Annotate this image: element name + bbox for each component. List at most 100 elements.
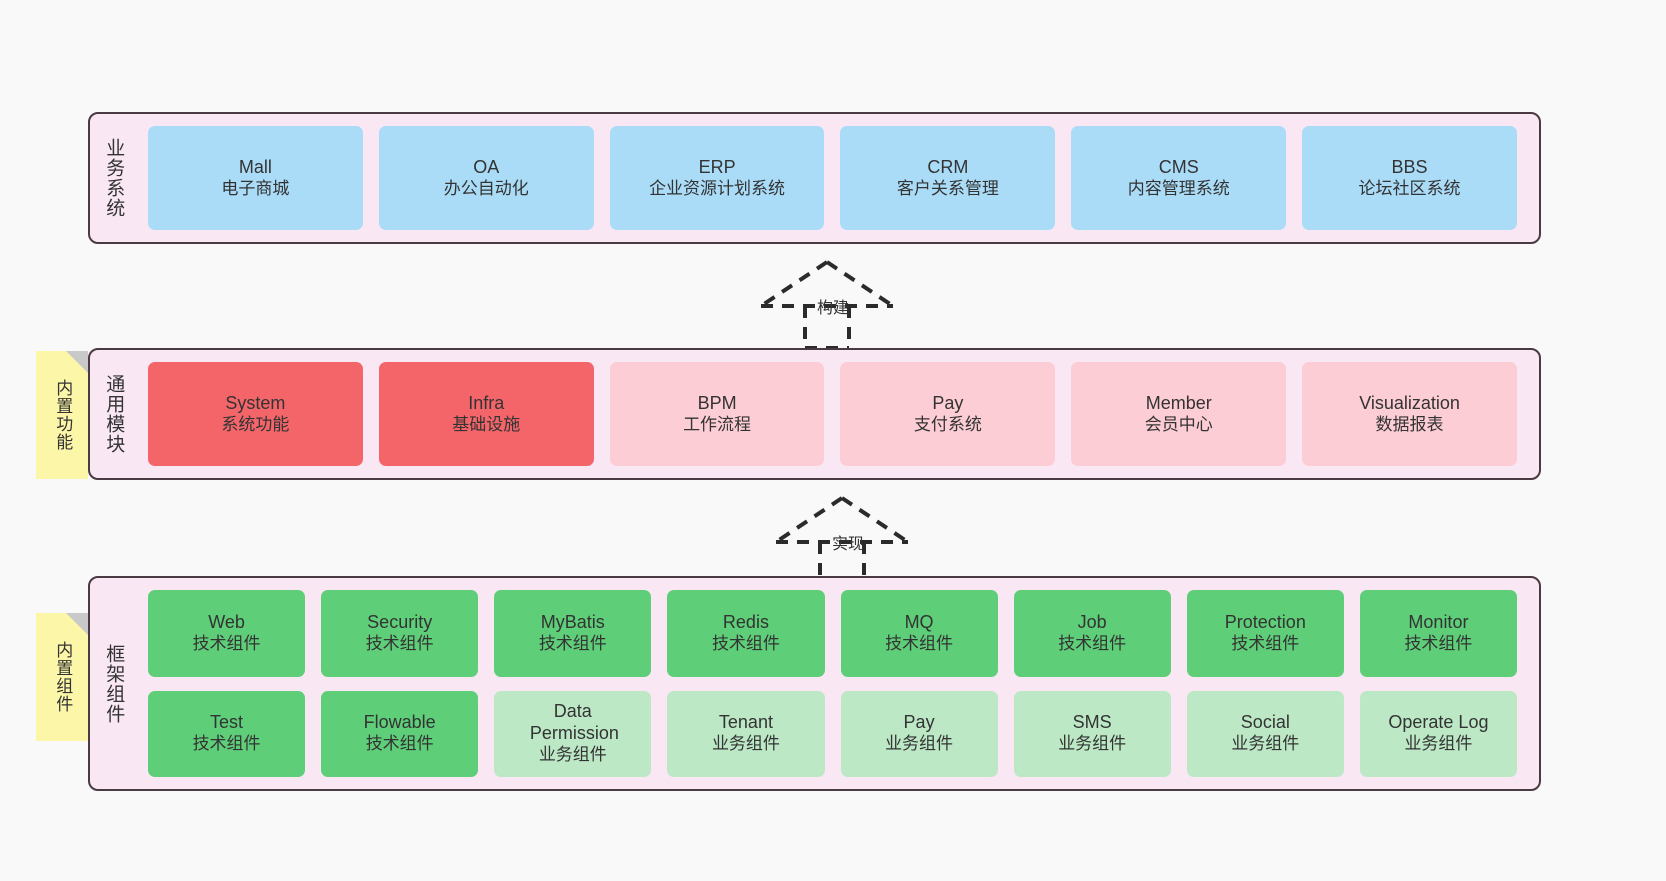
node-member[interactable]: Member 会员中心 — [1071, 362, 1287, 466]
layer-framework-component: 框架组件 Web 技术组件 Test 技术组件 Security 技术组件 — [88, 576, 1541, 791]
node-bpm[interactable]: BPM 工作流程 — [609, 362, 825, 466]
node-flowable[interactable]: Flowable 技术组件 — [321, 690, 479, 777]
node-title-en: Pay — [903, 712, 935, 733]
node-title-en: Pay — [932, 392, 964, 413]
node-system[interactable]: System 系统功能 — [148, 362, 363, 466]
node-social[interactable]: Social 业务组件 — [1186, 690, 1344, 777]
column: ERP 企业资源计划系统 — [602, 126, 833, 230]
layer-body-module: System 系统功能 Infra 基础设施 BPM 工作流程 Pay — [136, 350, 1539, 478]
column: CMS 内容管理系统 — [1063, 126, 1294, 230]
node-test[interactable]: Test 技术组件 — [148, 690, 306, 777]
node-title-en: BPM — [697, 392, 737, 413]
node-title-cn: 论坛社区系统 — [1358, 178, 1461, 198]
note-fold-corner-icon — [66, 613, 88, 635]
node-mybatis[interactable]: MyBatis 技术组件 — [494, 590, 652, 677]
node-bbs[interactable]: BBS 论坛社区系统 — [1302, 126, 1517, 230]
node-title-cn: 工作流程 — [683, 414, 752, 434]
node-erp[interactable]: ERP 企业资源计划系统 — [609, 126, 825, 230]
column: Web 技术组件 Test 技术组件 — [140, 590, 313, 777]
node-crm[interactable]: CRM 客户关系管理 — [840, 126, 1056, 230]
node-title-en: Mall — [238, 156, 272, 177]
column: Protection 技术组件 Social 业务组件 — [1179, 590, 1352, 777]
node-monitor[interactable]: Monitor 技术组件 — [1359, 590, 1517, 677]
column: Pay 支付系统 — [832, 362, 1063, 466]
node-title-en: Protection — [1224, 611, 1306, 632]
connector-implement: 实现 — [772, 494, 912, 586]
column: MQ 技术组件 Pay 业务组件 — [833, 590, 1006, 777]
node-title-cn: 业务组件 — [538, 745, 607, 765]
node-title-cn: 会员中心 — [1144, 414, 1213, 434]
node-title-cn: 技术组件 — [1058, 633, 1127, 653]
node-title-cn: 业务组件 — [711, 734, 780, 754]
note-fold-corner-icon — [66, 351, 88, 373]
column: Redis 技术组件 Tenant 业务组件 — [659, 590, 832, 777]
generalization-arrow-icon — [774, 496, 910, 586]
note-label: 内置组件 — [53, 641, 73, 713]
node-title-en: Monitor — [1408, 611, 1469, 632]
layer-body-framework: Web 技术组件 Test 技术组件 Security 技术组件 Flowabl… — [136, 578, 1539, 789]
node-title-cn: 客户关系管理 — [896, 178, 999, 198]
column: MyBatis 技术组件 Data Permission 业务组件 — [486, 590, 659, 777]
node-title-cn: 技术组件 — [538, 633, 607, 653]
node-title-en: Test — [210, 712, 244, 733]
node-title-cn: 技术组件 — [1231, 633, 1300, 653]
node-title-en: MyBatis — [540, 611, 605, 632]
node-cms[interactable]: CMS 内容管理系统 — [1071, 126, 1287, 230]
node-title-cn: 技术组件 — [1404, 633, 1473, 653]
layer-title-business: 业务系统 — [103, 138, 125, 218]
column: OA 办公自动化 — [371, 126, 602, 230]
node-tenant[interactable]: Tenant 业务组件 — [667, 690, 825, 777]
column: BPM 工作流程 — [602, 362, 833, 466]
node-mq[interactable]: MQ 技术组件 — [840, 590, 998, 677]
node-title-en: ERP — [698, 156, 736, 177]
column: Infra 基础设施 — [371, 362, 602, 466]
node-infra[interactable]: Infra 基础设施 — [378, 362, 594, 466]
node-title-en: Redis — [722, 611, 769, 632]
node-title-en: SMS — [1072, 712, 1112, 733]
column: CRM 客户关系管理 — [832, 126, 1063, 230]
node-title-cn: 系统功能 — [221, 414, 290, 434]
node-title-cn: 技术组件 — [192, 734, 261, 754]
node-title-en: CRM — [927, 156, 969, 177]
column: System 系统功能 — [140, 362, 371, 466]
node-title-cn: 业务组件 — [1404, 734, 1473, 754]
node-pay-module[interactable]: Pay 支付系统 — [840, 362, 1056, 466]
node-title-cn: 技术组件 — [711, 633, 780, 653]
column: Member 会员中心 — [1063, 362, 1294, 466]
node-title-cn: 技术组件 — [365, 734, 434, 754]
node-title-en: Security — [367, 611, 433, 632]
node-title-en: MQ — [904, 611, 934, 632]
layer-title-module: 通用模块 — [103, 374, 125, 454]
node-sms[interactable]: SMS 业务组件 — [1013, 690, 1171, 777]
node-title-en: Data Permission — [529, 701, 619, 744]
node-title-cn: 技术组件 — [192, 633, 261, 653]
node-title-cn: 电子商城 — [221, 178, 290, 198]
node-title-en: Job — [1077, 611, 1107, 632]
node-visualization[interactable]: Visualization 数据报表 — [1302, 362, 1517, 466]
node-oa[interactable]: OA 办公自动化 — [378, 126, 594, 230]
layer-common-module: 通用模块 System 系统功能 Infra 基础设施 BPM 工作流程 — [88, 348, 1541, 480]
node-pay-component[interactable]: Pay 业务组件 — [840, 690, 998, 777]
node-security[interactable]: Security 技术组件 — [321, 590, 479, 677]
note-label: 内置功能 — [53, 379, 73, 451]
node-protection[interactable]: Protection 技术组件 — [1186, 590, 1344, 677]
node-title-en: Web — [208, 611, 245, 632]
node-redis[interactable]: Redis 技术组件 — [667, 590, 825, 677]
node-title-en: System — [225, 392, 286, 413]
node-operate-log[interactable]: Operate Log 业务组件 — [1359, 690, 1517, 777]
node-title-cn: 业务组件 — [1058, 734, 1127, 754]
node-title-cn: 基础设施 — [452, 414, 521, 434]
layer-body-business: Mall 电子商城 OA 办公自动化 ERP 企业资源计划系统 CRM — [136, 114, 1539, 242]
node-title-en: Flowable — [363, 712, 436, 733]
node-title-en: Tenant — [718, 712, 773, 733]
node-title-cn: 内容管理系统 — [1127, 178, 1230, 198]
column: Mall 电子商城 — [140, 126, 371, 230]
node-title-en: BBS — [1391, 156, 1428, 177]
node-title-cn: 技术组件 — [885, 633, 954, 653]
node-mall[interactable]: Mall 电子商城 — [148, 126, 363, 230]
node-web[interactable]: Web 技术组件 — [148, 590, 306, 677]
node-data-permission[interactable]: Data Permission 业务组件 — [494, 690, 652, 777]
node-job[interactable]: Job 技术组件 — [1013, 590, 1171, 677]
node-title-cn: 技术组件 — [365, 633, 434, 653]
